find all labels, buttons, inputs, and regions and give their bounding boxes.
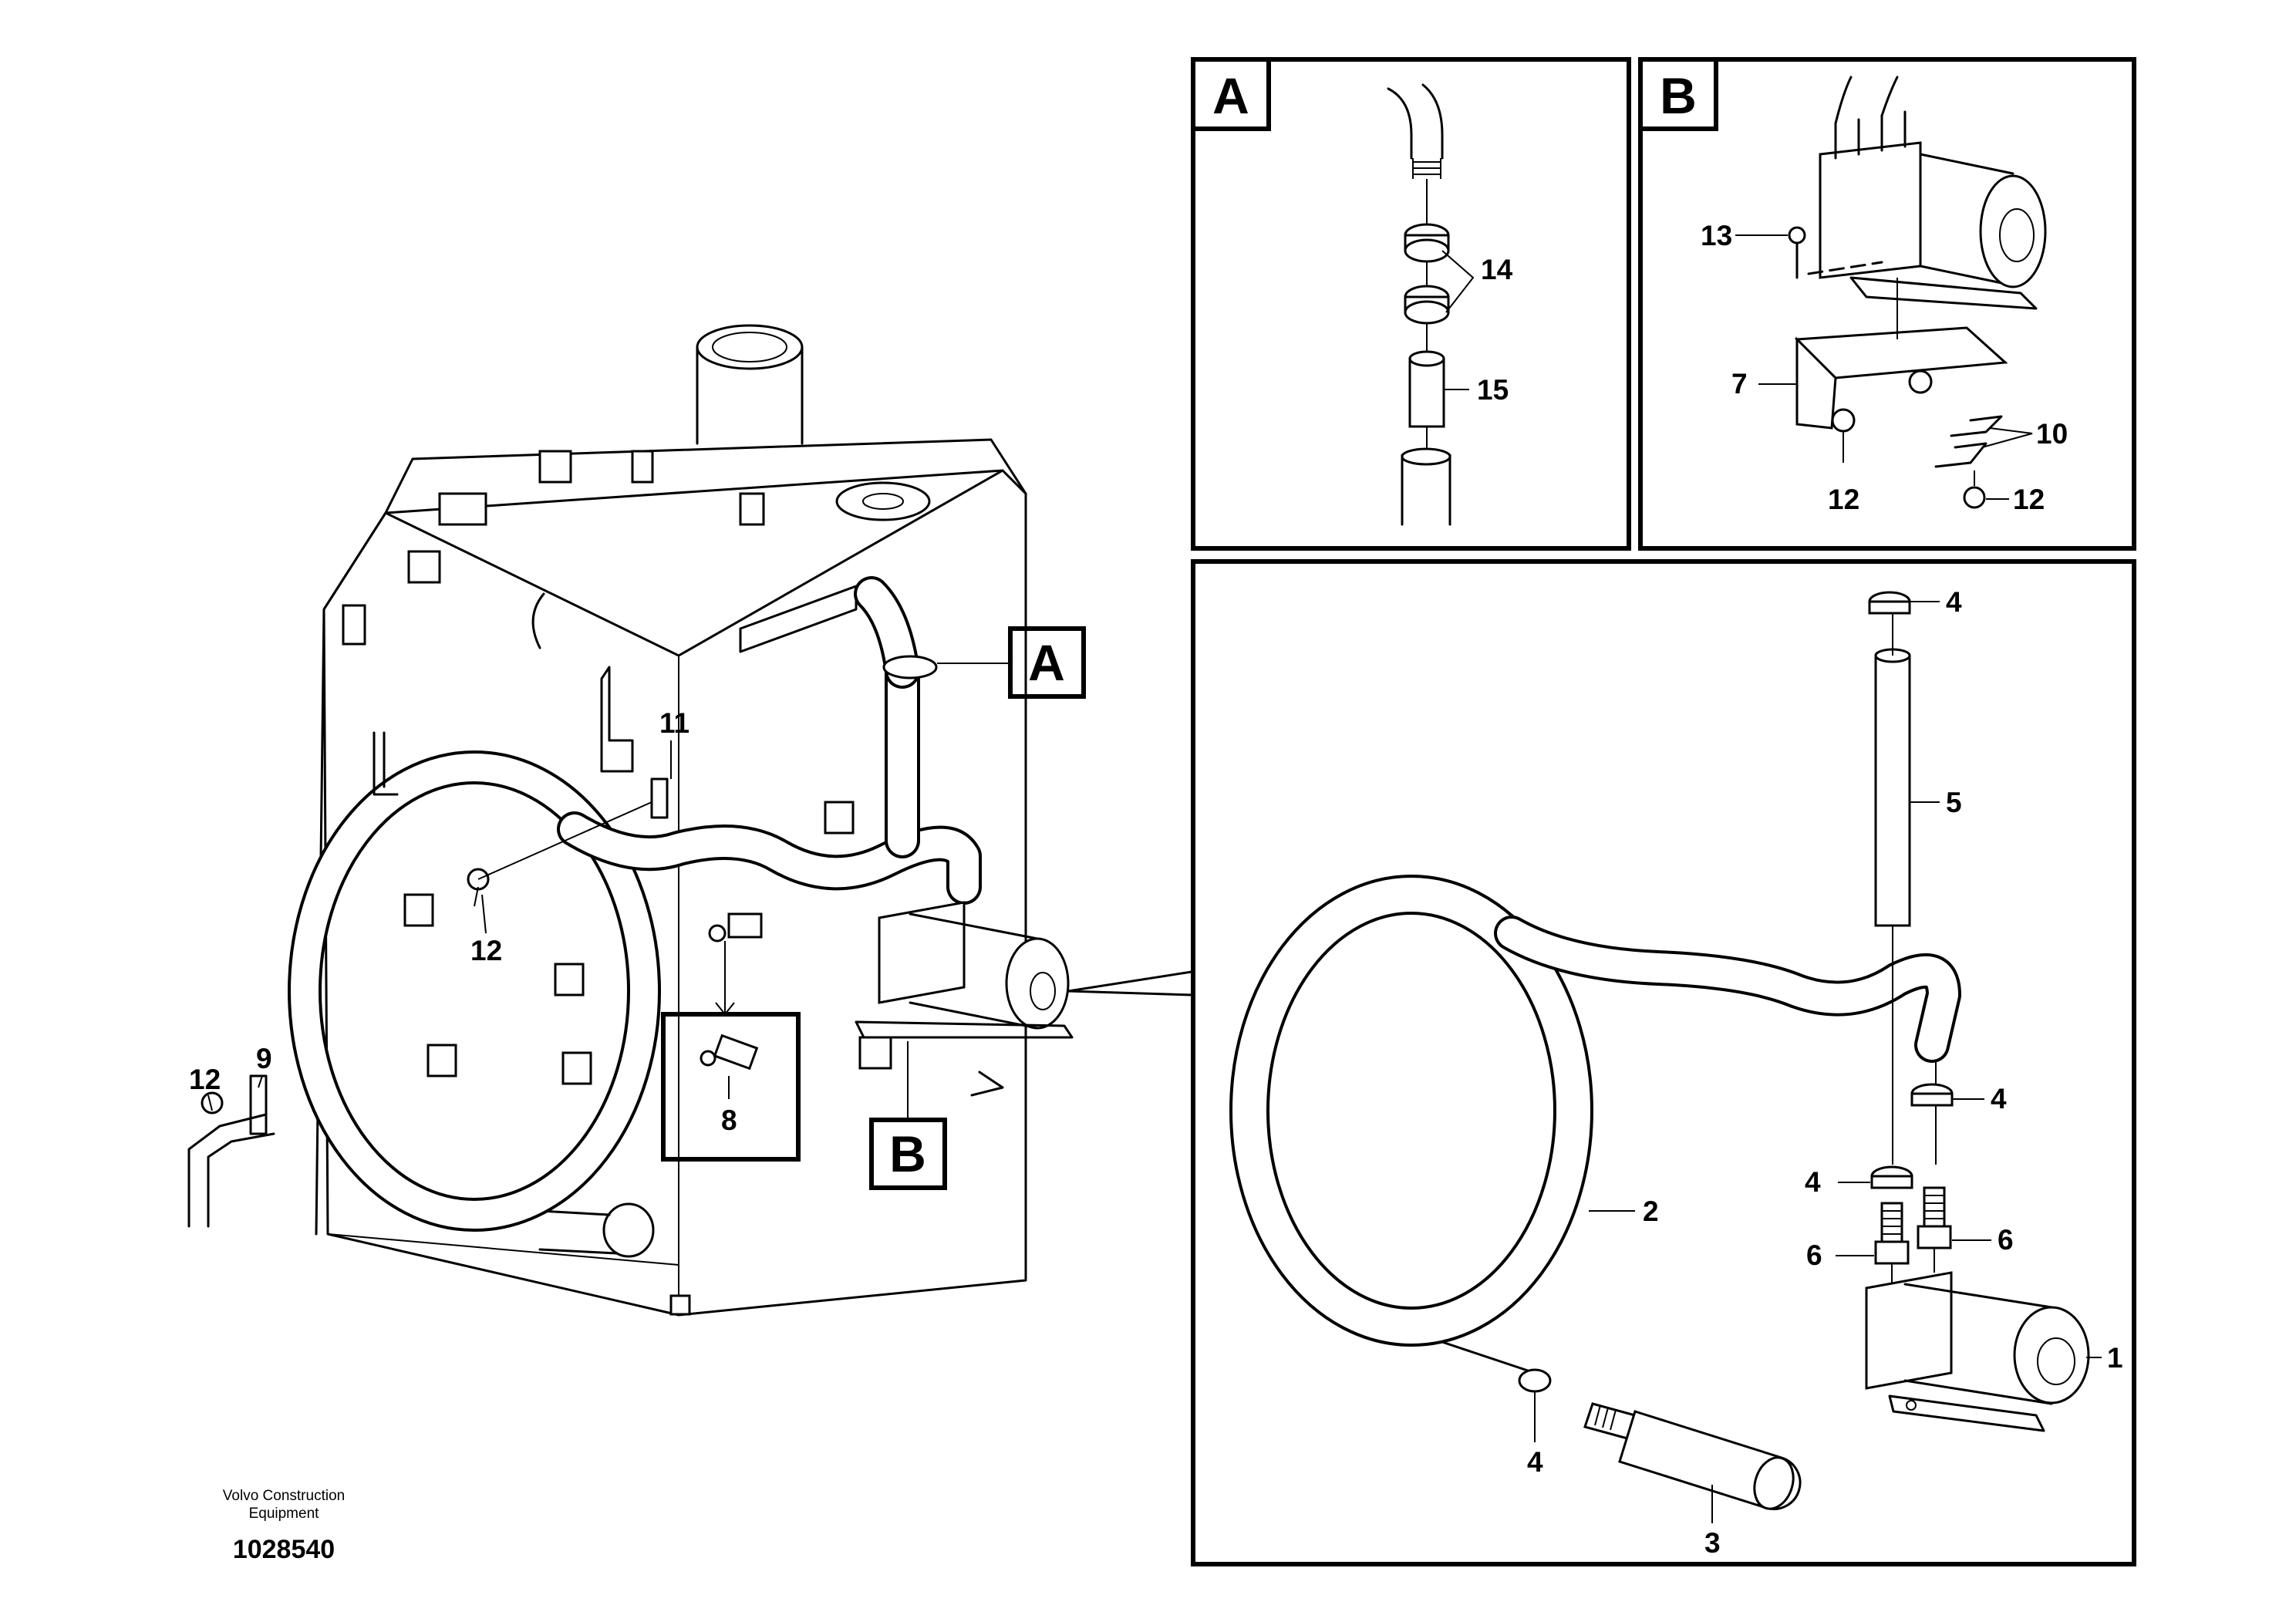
rod-9 [187,1113,268,1228]
brand-line-1: Volvo Construction [223,1488,345,1504]
callout-12-coil: 12 [470,935,502,966]
switch-body [727,912,763,939]
callout-1: 1 [2107,1342,2123,1374]
callout-13: 13 [1701,220,1732,251]
callout-12-b-left: 12 [1828,484,1859,515]
callout-9: 9 [256,1043,272,1074]
pump-main [855,901,1074,1097]
drawing-number: 1028540 [233,1535,335,1564]
callout-7: 7 [1731,368,1748,400]
callout-6-left: 6 [1806,1239,1822,1271]
callout-8: 8 [721,1104,737,1136]
flag-b-main: B [869,1041,947,1190]
hydraulic-tank [315,324,1027,1317]
detail-a-panel: A 14 15 [1191,57,1631,551]
hose-clamp-a [882,655,938,679]
leader-pump-detail [1067,970,1193,996]
detail-a-label: A [1212,67,1249,124]
callout-4-top: 4 [1946,586,1962,618]
bracket-9 [249,1074,268,1135]
bracket-11 [650,777,669,819]
svg-text:B: B [889,1125,926,1182]
svg-text:A: A [1028,634,1065,691]
switch-knob [708,924,727,943]
detail-b-panel: B 13 7 10 12 12 [1638,57,2136,551]
callout-4-bottom: 4 [1527,1446,1543,1478]
detail-c-panel: 4 5 4 4 6 6 2 1 4 3 [1191,559,2136,1566]
callout-14: 14 [1481,254,1513,285]
switch-detail-8: 8 [661,941,801,1162]
heater-coil-main [288,576,982,1232]
brand-line-2: Equipment [249,1506,320,1522]
callout-12-b-right: 12 [2013,484,2045,515]
callout-5: 5 [1946,787,1962,818]
callout-11: 11 [659,707,689,739]
callout-6-right: 6 [1998,1224,2014,1256]
flag-a-main: A [937,626,1086,699]
callout-4-left: 4 [1805,1166,1821,1198]
callout-15: 15 [1477,374,1509,406]
screw-12-rod [201,1091,224,1114]
callout-3: 3 [1704,1527,1721,1559]
callout-12-rod: 12 [189,1064,221,1095]
detail-b-label: B [1660,67,1697,124]
callout-10: 10 [2036,418,2068,450]
callout-2: 2 [1643,1195,1659,1227]
callout-4-right: 4 [1991,1083,2007,1114]
